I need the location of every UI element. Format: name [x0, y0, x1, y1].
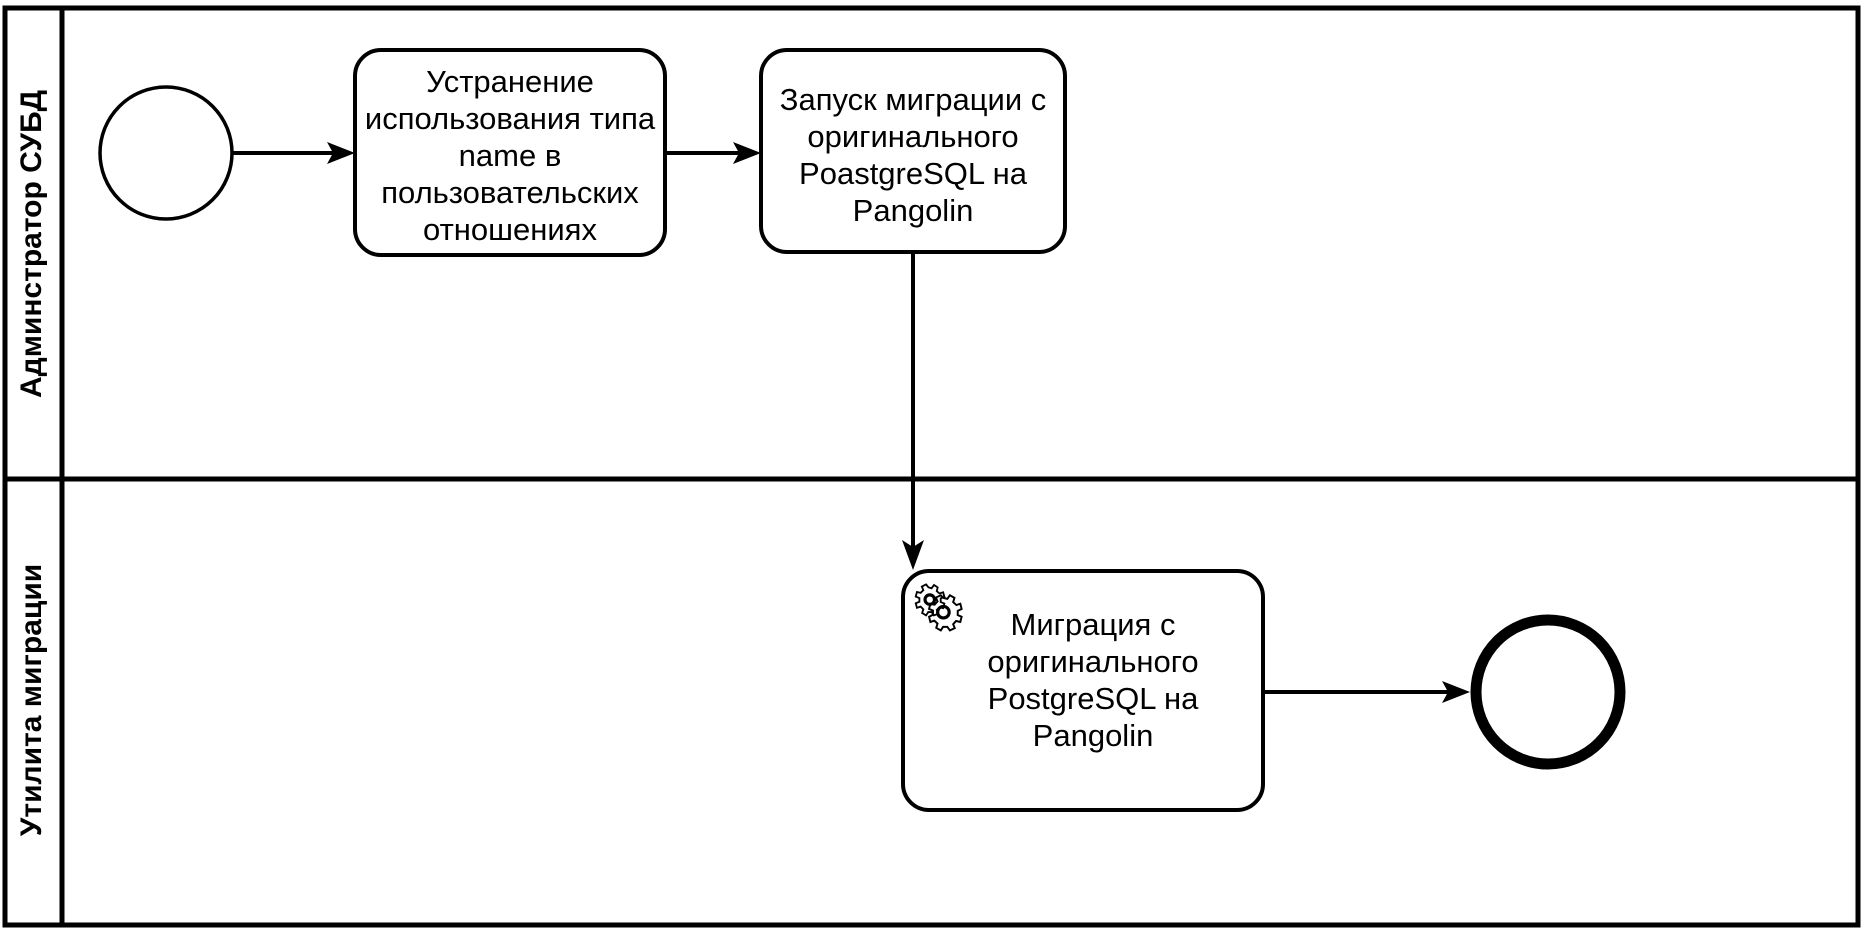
pool-border [2, 5, 1861, 928]
end-event[interactable] [1470, 614, 1626, 770]
task-remove-name-type-line-1: Устранение [426, 64, 594, 99]
end-event-circle[interactable] [1470, 614, 1626, 770]
task-remove-name-type-line-5: отношениях [423, 212, 597, 247]
task-remove-name-type-line-4: пользовательских [381, 175, 639, 210]
task-launch-migration-line-3: PoastgreSQL на [799, 156, 1028, 191]
flow-start-to-remove-arrowhead [327, 142, 355, 164]
flow-launch-to-service[interactable] [902, 252, 924, 570]
flow-service-to-end-arrowhead [1442, 681, 1470, 703]
lane-migration-tool: Утилита миграции [15, 564, 48, 836]
task-remove-name-type-line-2: использования типа [365, 101, 656, 136]
lane-migration-tool-label: Утилита миграции [15, 564, 48, 836]
task-service-migration-line-4: Pangolin [1033, 718, 1154, 753]
task-service-migration-line-2: оригинального [987, 644, 1198, 679]
service-gear-icon [914, 583, 963, 632]
task-service-migration[interactable]: Миграция с оригинального PostgreSQL на P… [901, 569, 1265, 812]
flow-start-to-remove[interactable] [232, 142, 355, 164]
task-remove-name-type[interactable]: Устранение использования типа name в пол… [353, 48, 667, 257]
start-event[interactable] [98, 85, 234, 221]
task-service-migration-line-1: Миграция с [1011, 607, 1176, 642]
lane-dba-label: Админстратор СУБД [15, 90, 48, 398]
flow-remove-to-launch[interactable] [665, 142, 761, 164]
task-launch-migration-line-4: Pangolin [853, 193, 974, 228]
start-event-circle[interactable] [98, 85, 234, 221]
task-launch-migration[interactable]: Запуск миграции с оригинального Poastgre… [759, 48, 1067, 254]
task-launch-migration-line-1: Запуск миграции с [780, 82, 1047, 117]
flow-remove-to-launch-arrowhead [733, 142, 761, 164]
task-service-migration-line-3: PostgreSQL на [988, 681, 1199, 716]
flow-launch-to-service-arrowhead [902, 540, 924, 570]
lane-dba: Админстратор СУБД [15, 90, 48, 398]
flow-service-to-end[interactable] [1263, 681, 1470, 703]
task-launch-migration-line-2: оригинального [807, 119, 1018, 154]
task-remove-name-type-line-3: name в [459, 138, 562, 173]
